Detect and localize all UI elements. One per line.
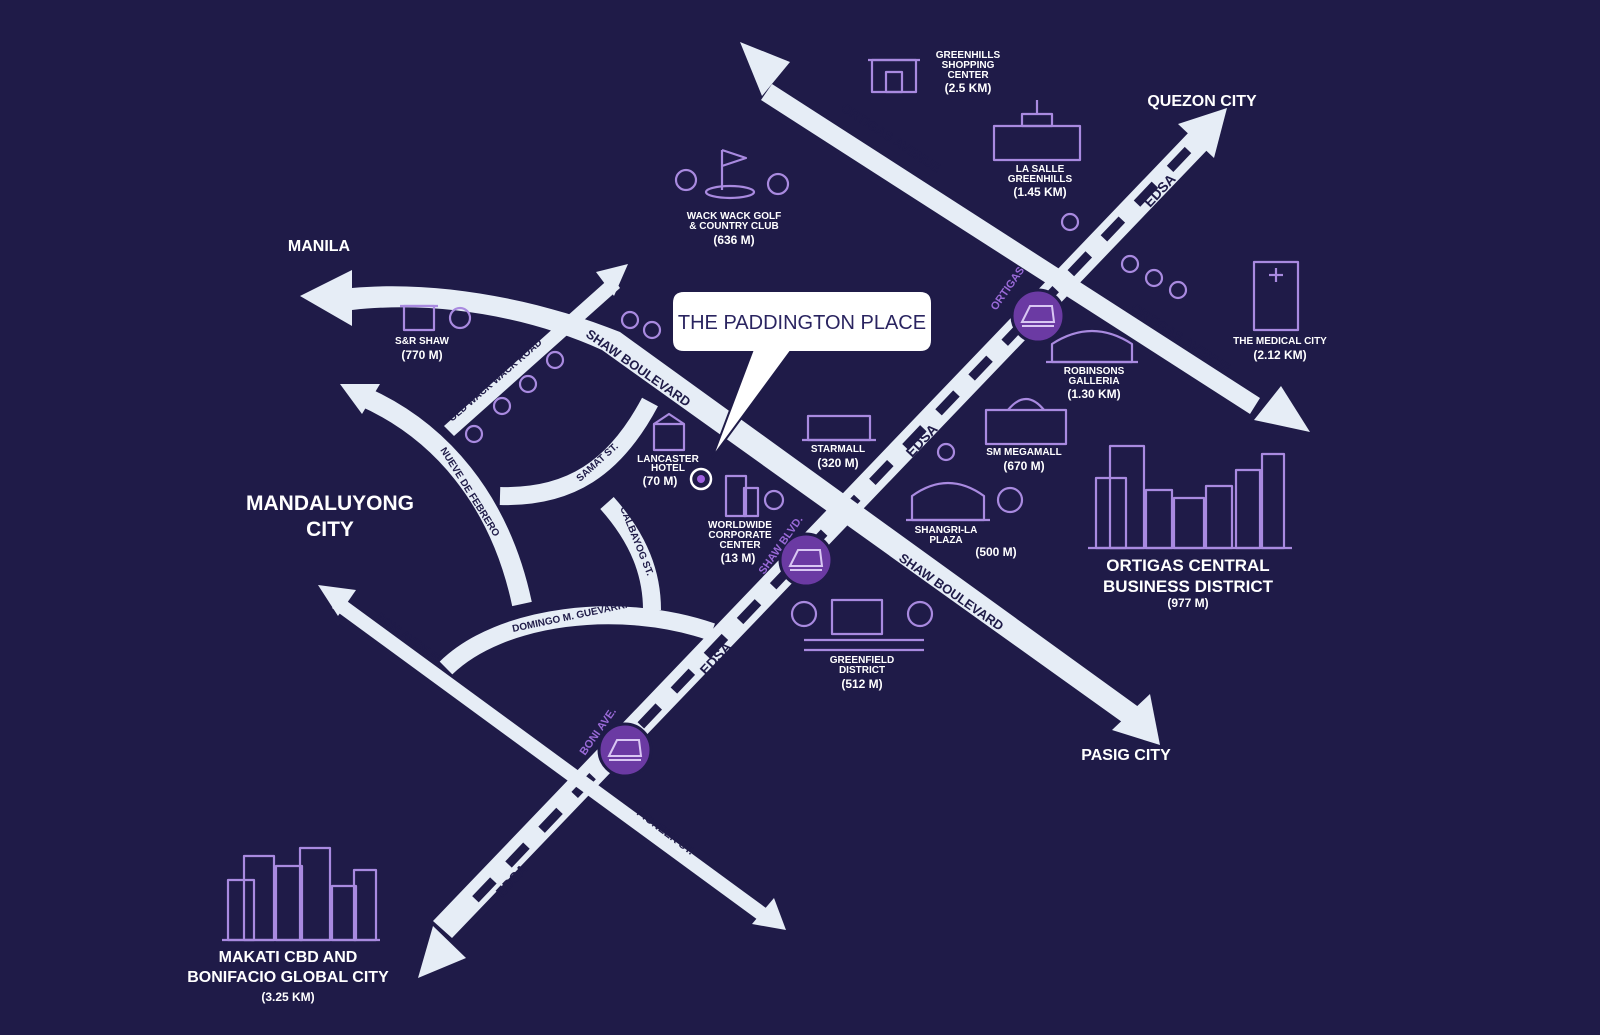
area-label-makati: BONIFACIO GLOBAL CITY [187, 969, 389, 986]
distance-label: (770 M) [401, 348, 442, 362]
area-label-mandaluyong: CITY [306, 518, 354, 541]
mall-icon [802, 414, 876, 442]
area-label-ortigas-cbd: ORTIGAS CENTRAL [1106, 556, 1269, 575]
warehouse-icon [400, 304, 472, 332]
landmark-name: CORPORATE [708, 530, 771, 541]
landmark-name: ROBINSONS [1064, 366, 1125, 377]
boni-station: BONI AVE. [578, 706, 653, 778]
landmark-name: SM MEGAMALL [986, 447, 1062, 458]
distance-label: (2.12 KM) [1253, 348, 1306, 362]
school-icon [992, 100, 1082, 162]
golf-flag-icon [674, 148, 790, 200]
distance-label: (670 M) [1003, 459, 1044, 473]
landmark-name: GREENHILLS [936, 50, 1001, 61]
distance-label: (977 M) [1167, 596, 1208, 610]
distance-label: (1.45 KM) [1013, 185, 1066, 199]
distance-label: (2.5 KM) [945, 81, 992, 95]
landmark-name: WORLDWIDE [708, 520, 772, 531]
shop-icon [868, 58, 920, 94]
distance-label: (3.25 KM) [261, 990, 314, 1004]
distance-label: (636 M) [713, 233, 754, 247]
distance-label: (13 M) [721, 551, 756, 565]
distance-label: (70 M) [643, 474, 678, 488]
landmark-name: GREENFIELD [830, 655, 894, 666]
landmark-snr: S&R SHAW (770 M) [395, 304, 472, 362]
boni-avenue-road [318, 585, 786, 930]
page-title: THE PADDINGTON PLACE [678, 312, 926, 334]
landmark-lancaster: LANCASTER HOTEL (70 M) [637, 412, 700, 488]
landmark-name: LA SALLE [1016, 164, 1065, 175]
calbayog-st-road [600, 497, 661, 611]
area-label-mandaluyong: MANDALUYONG [246, 492, 414, 515]
paddington-callout: THE PADDINGTON PLACE [671, 290, 933, 491]
old-wack-wack-road [444, 264, 628, 436]
landmark-name: PLAZA [929, 535, 962, 546]
landmark-name: GALLERIA [1068, 376, 1119, 387]
landmark-name: LANCASTER [637, 454, 699, 465]
landmark-name: THE MEDICAL CITY [1233, 336, 1327, 347]
landmark-name: S&R SHAW [395, 336, 449, 347]
landmark-name: CENTER [947, 70, 989, 81]
landmark-name: CENTER [719, 540, 761, 551]
area-labels: MANDALUYONG CITY MANILA QUEZON CITY PASI… [187, 93, 1273, 1004]
landmark-robinsons: ROBINSONS GALLERIA (1.30 KM) [1046, 329, 1138, 401]
landmark-name: & COUNTRY CLUB [689, 221, 778, 232]
distance-label: (1.30 KM) [1067, 387, 1120, 401]
hotel-icon [652, 412, 686, 452]
landmark-name: GREENHILLS [1008, 174, 1073, 185]
train-icon [607, 739, 643, 761]
skyline-icon-makati [222, 846, 380, 942]
mall-icon [1046, 329, 1138, 364]
train-icon [1020, 305, 1056, 327]
landmark-megamall: SM MEGAMALL (670 M) [984, 397, 1068, 473]
area-label-quezon-city: QUEZON CITY [1147, 93, 1257, 110]
samat-st-road [499, 397, 658, 506]
ortigas-avenue-road [740, 42, 1310, 432]
area-label-makati: MAKATI CBD AND [219, 949, 358, 966]
nueve-de-febrero-road [357, 386, 532, 607]
skyline-icon-ortigas [1088, 444, 1292, 550]
district-icon [790, 598, 934, 652]
distance-label: (512 M) [841, 677, 882, 691]
road-label-nueve-de-febrero: NUEVE DE FEBRERO [437, 446, 501, 539]
area-label-manila: MANILA [288, 238, 351, 255]
distance-label: (500 M) [975, 545, 1016, 559]
landmark-starmall: STARMALL (320 M) [802, 414, 876, 470]
landmarks: GREENHILLS SHOPPING CENTER (2.5 KM) LA S… [395, 50, 1327, 691]
landmark-shangrila: SHANGRI-LA PLAZA (500 M) [906, 481, 1024, 559]
distance-label: (320 M) [817, 456, 858, 470]
hospital-icon [1252, 260, 1300, 332]
area-label-ortigas-cbd: BUSINESS DISTRICT [1103, 577, 1274, 596]
tree-icon [464, 212, 1188, 462]
landmark-name: SHOPPING [942, 60, 995, 71]
area-label-pasig-city: PASIG CITY [1081, 747, 1171, 764]
landmark-la-salle: LA SALLE GREENHILLS (1.45 KM) [992, 100, 1082, 199]
landmark-greenhills: GREENHILLS SHOPPING CENTER (2.5 KM) [868, 50, 1001, 95]
landmark-wack-wack: WACK WACK GOLF & COUNTRY CLUB (636 M) [674, 148, 790, 247]
landmark-greenfield: GREENFIELD DISTRICT (512 M) [790, 598, 934, 691]
train-icon [788, 549, 824, 571]
landmark-medical-city: THE MEDICAL CITY (2.12 KM) [1233, 260, 1327, 362]
landmark-worldwide: WORLDWIDE CORPORATE CENTER (13 M) [708, 474, 785, 565]
plaza-icon [906, 481, 1024, 522]
domingo-guevarra-road [439, 606, 715, 675]
mall-icon [984, 397, 1068, 446]
shaw-boulevard-road [300, 270, 1160, 745]
office-tower-icon [724, 474, 785, 518]
landmark-name: SHANGRI-LA [915, 525, 978, 536]
landmark-name: STARMALL [811, 444, 865, 455]
landmark-name: DISTRICT [839, 665, 885, 676]
landmark-name: WACK WACK GOLF [687, 211, 781, 222]
road-label-shaw-boulevard: SHAW BOULEVARD [896, 550, 1006, 633]
landmark-name: HOTEL [651, 463, 685, 474]
